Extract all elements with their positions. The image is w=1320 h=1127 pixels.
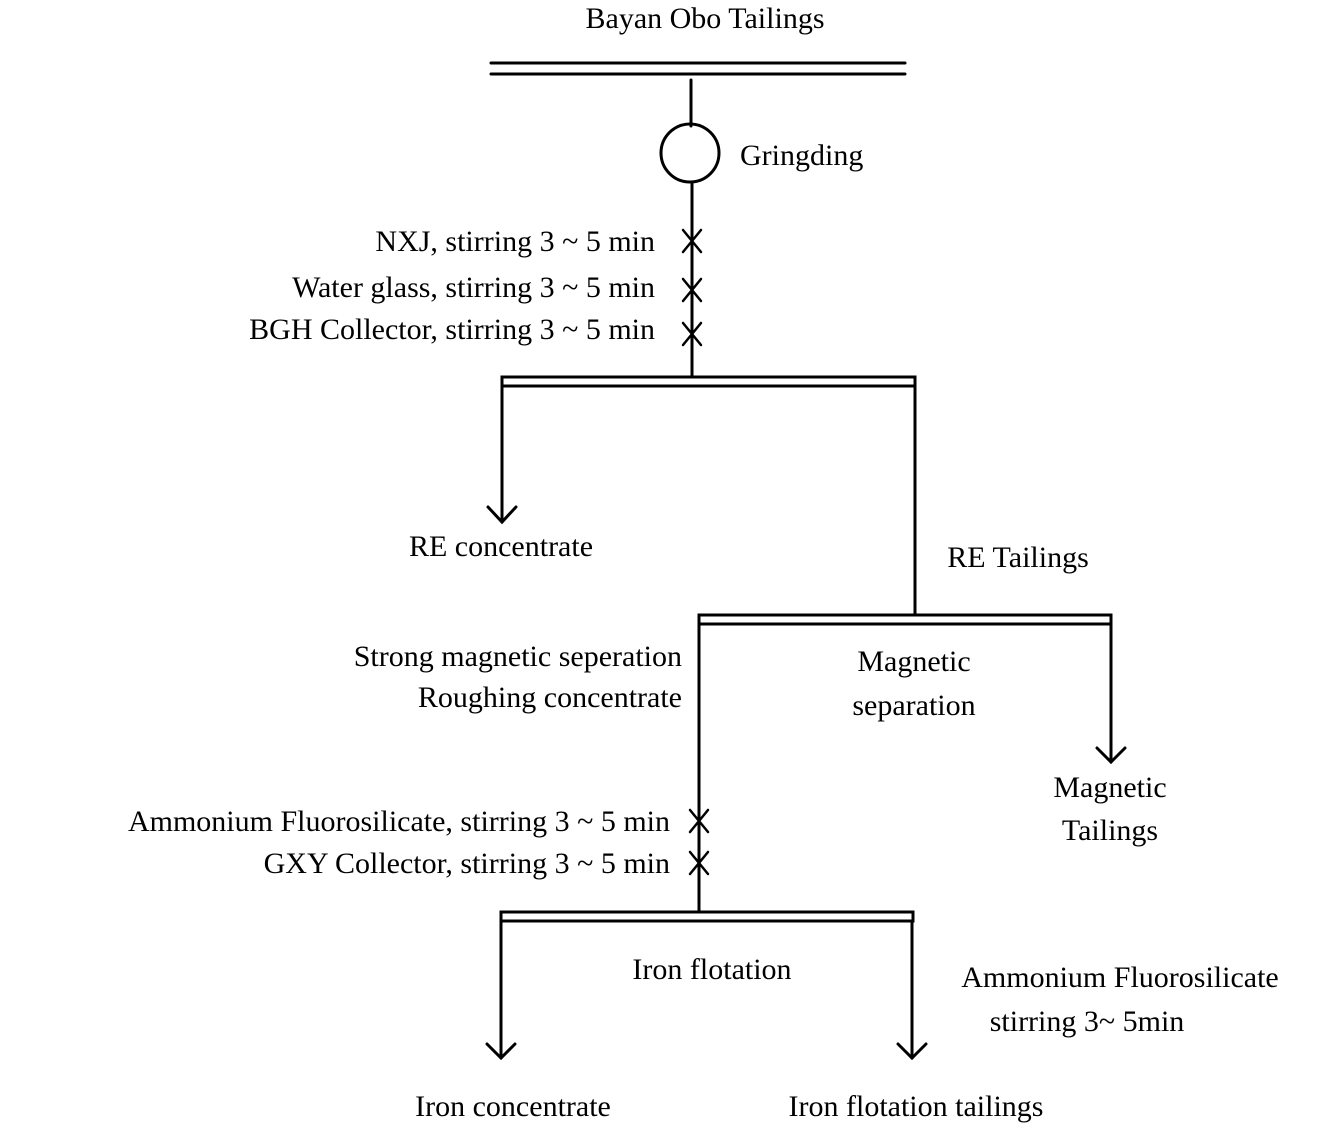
re-flotation-splitter (500, 375, 917, 388)
roughing-concentrate-label: Roughing concentrate (418, 681, 682, 714)
magnetic-separation-splitter (697, 613, 1113, 626)
grinding-label: Gringding (740, 139, 863, 172)
iron-flotation-label: Iron flotation (632, 953, 791, 986)
reagent-addition-icon (681, 321, 703, 347)
arrow-down-icon (485, 1042, 517, 1061)
reagent-addition-icon (681, 277, 703, 303)
reagent-addition-icon (688, 808, 710, 834)
grinding-mill-icon (659, 122, 721, 184)
magnetic-separation-label-2: separation (852, 689, 975, 722)
magnetic-separation-label-1: Magnetic (857, 645, 970, 678)
iron-concentrate-label: Iron concentrate (415, 1090, 611, 1123)
arrow-down-icon (1095, 746, 1127, 765)
reagent-label: Ammonium Fluorosilicate, stirring 3 ~ 5 … (128, 805, 670, 838)
iron-flotation-splitter (499, 910, 915, 923)
re-concentrate-label: RE concentrate (409, 530, 593, 563)
strong-magnetic-label: Strong magnetic seperation (354, 640, 682, 673)
arrow-down-icon (896, 1042, 928, 1061)
reagent-label: Water glass, stirring 3 ~ 5 min (292, 271, 655, 304)
reagent-label: BGH Collector, stirring 3 ~ 5 min (249, 313, 655, 346)
magnetic-tailings-label-2: Tailings (1062, 814, 1158, 847)
reagent-label: GXY Collector, stirring 3 ~ 5 min (264, 847, 670, 880)
arrow-down-icon (486, 505, 518, 525)
reagent-addition-icon (681, 228, 703, 254)
re-tailings-label: RE Tailings (947, 541, 1089, 574)
reagent-addition-icon (688, 850, 710, 876)
feed-title: Bayan Obo Tailings (586, 2, 825, 35)
magnetic-tailings-label-1: Magnetic (1053, 771, 1166, 804)
iron-tail-reagent-label-1: Ammonium Fluorosilicate (961, 961, 1278, 994)
iron-flotation-tailings-label: Iron flotation tailings (789, 1090, 1044, 1123)
reagent-label: NXJ, stirring 3 ~ 5 min (375, 225, 655, 258)
iron-tail-reagent-label-2: stirring 3~ 5min (990, 1005, 1185, 1038)
